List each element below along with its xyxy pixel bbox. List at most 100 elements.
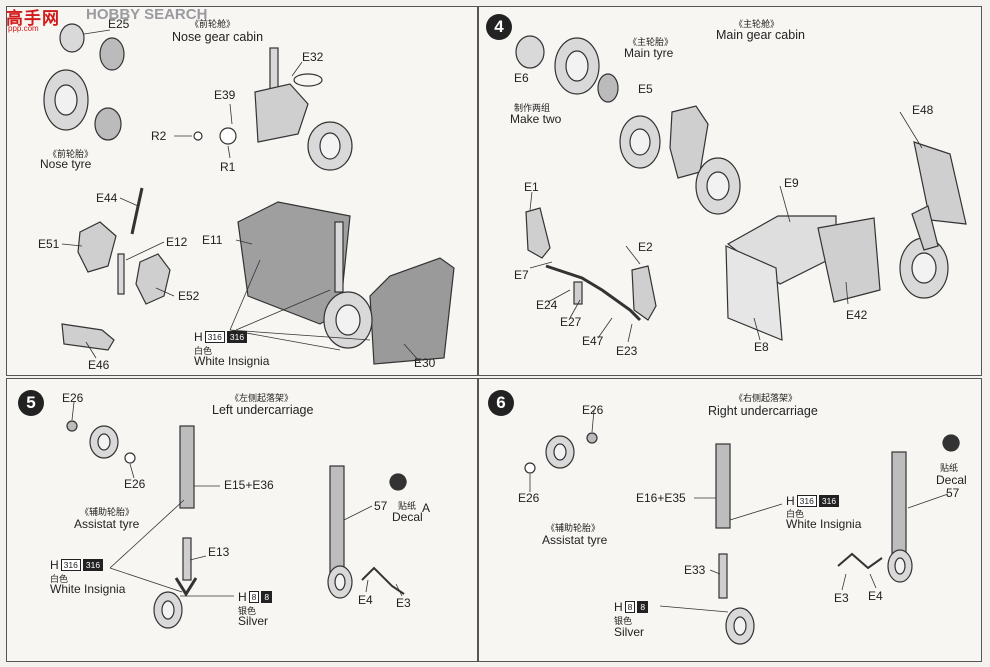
- nose-tyre-cn: 《前轮胎》: [48, 149, 94, 159]
- label-e33: E33: [684, 563, 706, 577]
- main-tyre-cn: 《主轮胎》: [628, 37, 674, 47]
- strut-e13: [182, 537, 192, 581]
- part-e2: [631, 265, 657, 321]
- cabin-e8: [725, 245, 783, 341]
- label-e47: E47: [582, 334, 604, 348]
- strut-left-assembled: [329, 465, 345, 577]
- hub-e6-part: [515, 35, 545, 69]
- wheel-small-part: [99, 37, 125, 71]
- step-number-4: 4: [486, 14, 512, 40]
- title-cn-nose-gear-cabin: 《前轮舱》: [190, 19, 236, 29]
- paint-white-cn-right: 白色: [786, 509, 805, 519]
- decal-cn-right: 贴纸: [940, 463, 959, 473]
- strut-e15-e36: [179, 425, 195, 509]
- label-e42: E42: [846, 308, 868, 322]
- assist-tyre-cn-right: 《辅助轮胎》: [546, 523, 601, 533]
- title-cn-left-undercarriage: 《左侧起落架》: [230, 393, 294, 403]
- paint-code-white-left: H 316 316: [50, 558, 104, 572]
- paint-code-silver-left: H 8 8: [238, 590, 273, 604]
- title-right-undercarriage: Right undercarriage: [708, 404, 818, 418]
- decal-label-left: Decal: [392, 510, 423, 524]
- cabin-wall-e30: [369, 257, 455, 365]
- title-left-undercarriage: Left undercarriage: [212, 403, 314, 417]
- watermark-site: ppp.com: [8, 24, 39, 33]
- label-e9: E9: [784, 176, 799, 190]
- label-e26-b: E26: [124, 477, 146, 491]
- paint-code-white-insignia: H 316 316: [194, 330, 248, 344]
- title-cn-right-undercarriage: 《右侧起落架》: [734, 393, 798, 403]
- assist-tyre-label: Assistat tyre: [74, 517, 140, 531]
- label-e15-e36: E15+E36: [224, 478, 274, 492]
- watermark-search: HOBBY SEARCH: [86, 6, 208, 23]
- nose-tyre-label: Nose tyre: [40, 157, 92, 171]
- label-e24: E24: [536, 298, 558, 312]
- label-e26-a: E26: [62, 391, 84, 405]
- label-e1: E1: [524, 180, 539, 194]
- part-e51: [77, 221, 117, 273]
- step-number-5: 5: [18, 390, 44, 416]
- strut-e16-e35: [715, 443, 731, 529]
- label-e16-e35: E16+E35: [636, 491, 686, 505]
- paint-code-silver-right: H 8 8: [614, 600, 649, 614]
- main-tyre-label: Main tyre: [624, 46, 674, 60]
- cabin-e48: [913, 141, 967, 225]
- title-nose-gear-cabin: Nose gear cabin: [172, 30, 264, 44]
- label-e6: E6: [514, 71, 529, 85]
- label-e48: E48: [912, 103, 934, 117]
- label-e26-right-b: E26: [518, 491, 540, 505]
- label-e23: E23: [616, 344, 638, 358]
- label-e25: E25: [108, 17, 130, 31]
- strut-e33: [718, 553, 728, 599]
- label-e46: E46: [88, 358, 110, 372]
- label-57-right: 57: [946, 486, 960, 500]
- label-e11: E11: [202, 233, 223, 247]
- cabin-e42: [817, 217, 881, 303]
- title-main-gear-cabin: Main gear cabin: [716, 28, 805, 42]
- label-r1: R1: [220, 160, 236, 174]
- label-57-left: 57: [374, 499, 388, 513]
- decal-label-right: Decal: [936, 473, 967, 487]
- step-number-6: 6: [488, 390, 514, 416]
- label-e39: E39: [214, 88, 236, 102]
- label-r2: R2: [151, 129, 167, 143]
- label-e12: E12: [166, 235, 188, 249]
- make-two-cn: 制作两组: [514, 103, 551, 113]
- paint-color-cn: 白色: [194, 346, 213, 356]
- label-e4-right: E4: [868, 589, 883, 603]
- paint-silver-label-right: Silver: [614, 625, 645, 639]
- make-two-label: Make two: [510, 112, 562, 126]
- paint-white-label-right: White Insignia: [786, 517, 862, 531]
- paint-white-cn-left: 白色: [50, 574, 69, 584]
- hub-e25-part: [59, 23, 85, 53]
- panel-left-undercarriage: [6, 378, 478, 662]
- paint-silver-cn-right: 银色: [614, 616, 633, 626]
- decal-cn-left: 贴纸: [398, 501, 417, 511]
- label-e3-left: E3: [396, 596, 411, 610]
- label-a: A: [422, 501, 431, 515]
- paint-silver-label-left: Silver: [238, 614, 269, 628]
- part-e1: [525, 207, 551, 259]
- paint-color-white-insignia: White Insignia: [194, 354, 270, 368]
- title-cn-main-gear-cabin: 《主轮舱》: [734, 19, 780, 29]
- assist-tyre-cn: 《辅助轮胎》: [80, 507, 135, 517]
- label-e30: E30: [414, 356, 436, 370]
- label-e13: E13: [208, 545, 230, 559]
- label-e27: E27: [560, 315, 582, 329]
- label-e26-right-a: E26: [582, 403, 604, 417]
- nose-wheel-part: [94, 107, 122, 141]
- part-e46: [61, 323, 115, 351]
- label-e2: E2: [638, 240, 653, 254]
- watermark-brand: 高手网: [6, 9, 60, 28]
- strut-right-assembled: [891, 451, 907, 565]
- label-e32: E32: [302, 50, 324, 64]
- label-e4-left: E4: [358, 593, 373, 607]
- label-e44: E44: [96, 191, 118, 205]
- part-e52: [135, 253, 171, 305]
- assist-tyre-label-right: Assistat tyre: [542, 533, 608, 547]
- label-e51: E51: [38, 237, 60, 251]
- paint-code-white-right: H 316 316: [786, 494, 840, 508]
- paint-silver-cn-left: 银色: [238, 606, 257, 616]
- label-e52: E52: [178, 289, 200, 303]
- label-e7: E7: [514, 268, 529, 282]
